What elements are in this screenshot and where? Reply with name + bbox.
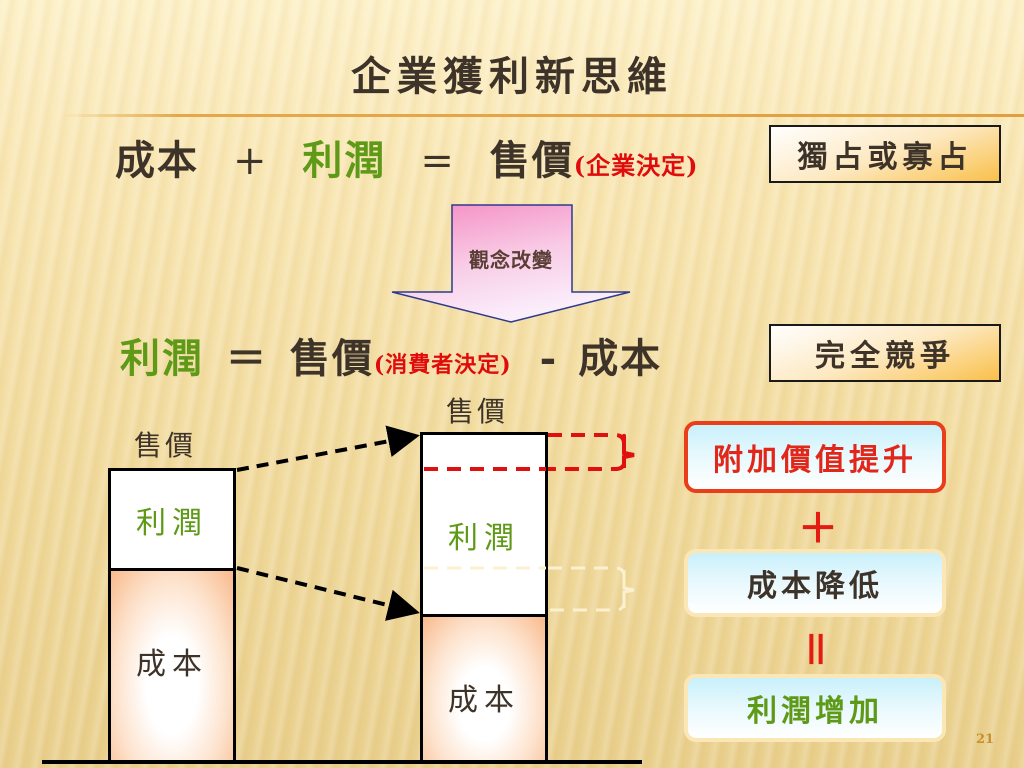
eq-new-profit: 利潤 xyxy=(120,335,204,382)
value-added-box: 附加價值提升 xyxy=(684,421,946,493)
right-bar: 利潤 成本 xyxy=(420,432,548,762)
baseline xyxy=(42,760,642,764)
equation-old: 成本 + 利潤 = 售價(企業決定) xyxy=(115,128,699,186)
price-connector-arrow xyxy=(236,425,420,472)
arrow-label: 觀念改變 xyxy=(469,248,553,272)
cost-reduction-bracket xyxy=(548,566,633,612)
right-bar-profit-label: 利潤 xyxy=(448,521,520,556)
right-bar-price-label: 售價 xyxy=(446,395,509,428)
eq-new-decider: (消費者決定) xyxy=(373,352,512,378)
left-bar: 利潤 成本 xyxy=(108,468,236,762)
right-bar-cost-segment: 成本 xyxy=(423,617,545,762)
eq-new-equals: ＝ xyxy=(225,335,268,382)
left-bar-cost-label: 成本 xyxy=(136,647,208,682)
eq-old-equals: = xyxy=(420,138,456,184)
eq-new-price: 售價 xyxy=(289,335,374,382)
left-bar-profit-segment: 利潤 xyxy=(111,471,233,571)
left-bar-profit-label: 利潤 xyxy=(136,505,208,541)
eq-new-minus: - xyxy=(539,335,559,382)
title-underline xyxy=(62,114,1024,117)
slide-title: 企業獲利新思維 xyxy=(351,53,673,100)
eq-old-profit: 利潤 xyxy=(302,137,387,184)
profit-increase-box: 利潤增加 xyxy=(684,674,946,742)
eq-old-cost: 成本 xyxy=(115,137,199,184)
eq-new-cost: 成本 xyxy=(578,335,663,382)
equals-sign: ＝ xyxy=(791,629,838,669)
eq-old-plus: + xyxy=(232,138,269,184)
cost-connector-arrow xyxy=(236,566,420,621)
page-number: 21 xyxy=(976,732,995,747)
market-tag-competition: 完全競爭 xyxy=(769,324,1001,382)
down-arrow-icon xyxy=(391,204,631,323)
equation-new: 利潤 ＝ 售價(消費者決定) - 成本 xyxy=(120,326,662,384)
market-tag-monopoly: 獨占或寡占 xyxy=(769,125,1001,183)
left-bar-cost-segment: 成本 xyxy=(111,571,233,762)
value-added-bracket xyxy=(548,433,633,471)
plus-sign: ＋ xyxy=(798,505,838,552)
eq-old-decider: (企業決定) xyxy=(573,151,699,180)
eq-old-price: 售價 xyxy=(489,137,574,184)
right-bar-cost-label: 成本 xyxy=(448,683,520,718)
cost-reduction-box: 成本降低 xyxy=(684,549,946,617)
right-bar-profit-segment: 利潤 xyxy=(423,435,545,617)
left-bar-price-label: 售價 xyxy=(134,429,197,462)
